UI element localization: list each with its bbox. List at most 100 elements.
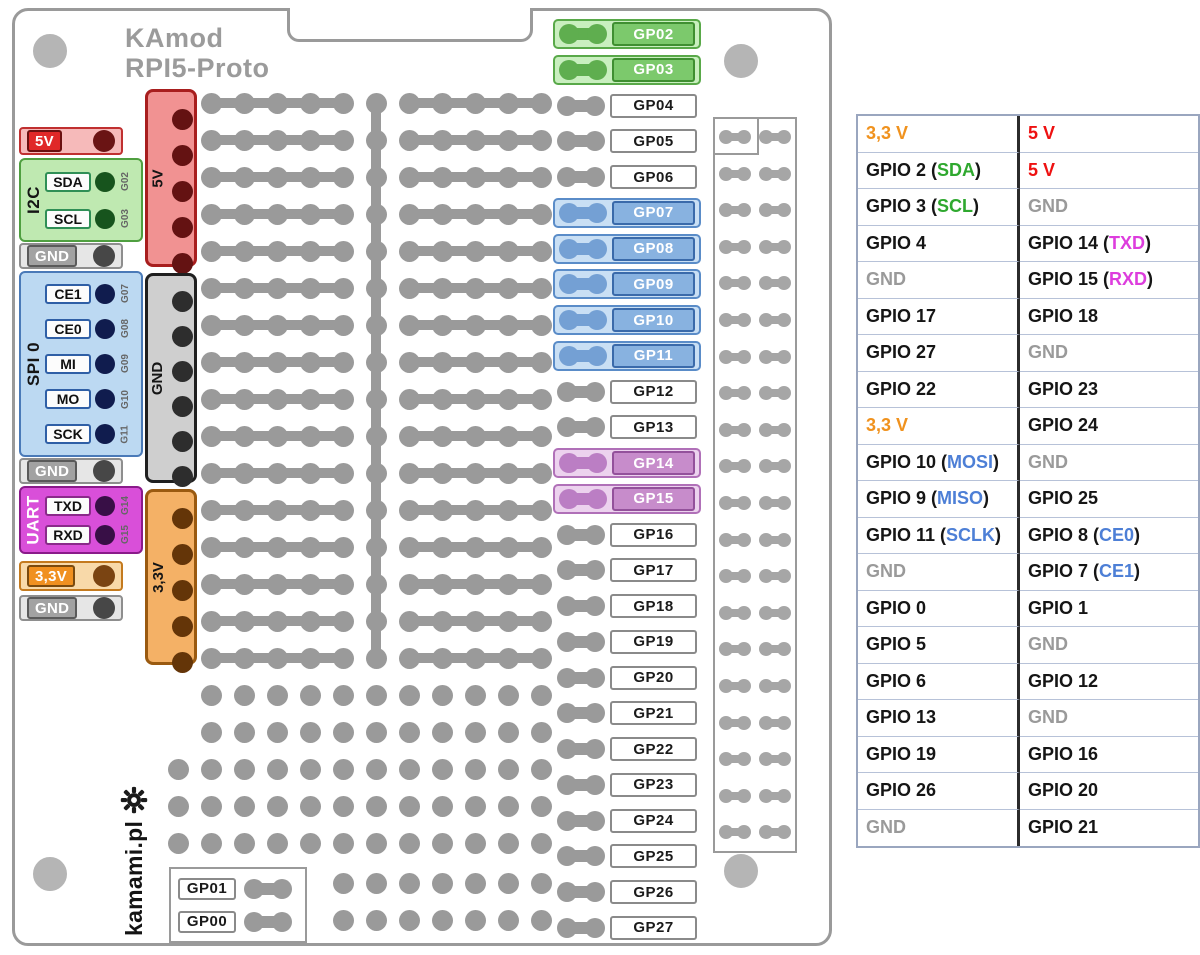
breadboard-hole (431, 277, 453, 299)
gpio-pin-row: GP22 (553, 734, 701, 764)
pin-cell: GPIO 3 (SCL) (858, 189, 1020, 226)
gpio-pin-label: GP06 (610, 165, 697, 189)
solder-pad (557, 739, 605, 759)
gpio-pin-label: GP04 (610, 93, 697, 118)
gpio-pin-row: GP25 (553, 841, 701, 871)
pin-name: GPIO 5 (866, 634, 927, 655)
breadboard-hole (530, 462, 552, 484)
breadboard-hole (464, 684, 486, 706)
breadboard-hole (431, 388, 453, 410)
breadboard-hole (200, 462, 222, 484)
pin-name: GND (1028, 634, 1068, 655)
pin-name: GPIO 7 (1028, 561, 1089, 582)
breadboard-hole (497, 388, 519, 410)
solder-pad (557, 703, 605, 724)
pin-name: GPIO 10 (866, 451, 937, 472)
pin-label: MO (45, 389, 91, 410)
breadboard-hole (497, 610, 519, 632)
pin-hole (95, 353, 115, 374)
pin-hole (93, 245, 115, 267)
gpio-pin-row: GP24 (553, 806, 701, 836)
solder-pad (557, 846, 605, 867)
breadboard-hole (332, 758, 354, 780)
breadboard-hole (200, 499, 222, 521)
rail-label: 5V (149, 168, 167, 188)
breadboard-hole (299, 647, 321, 669)
breadboard-hole (497, 872, 519, 894)
gpio-pin-row: GP02 (553, 19, 701, 49)
power-rail-5v: 5V (145, 89, 197, 274)
breadboard-hole (233, 351, 255, 373)
gpio-pin-label: GP20 (610, 665, 697, 690)
solder-pad (244, 878, 292, 899)
breadboard-hole (497, 795, 519, 817)
breadboard-hole (431, 909, 453, 931)
breadboard-hole (200, 684, 222, 706)
breadboard-hole (398, 909, 420, 931)
solder-pad (759, 313, 791, 327)
breadboard-hole (398, 872, 420, 894)
pin-name: GND (1028, 342, 1068, 363)
solder-pad (759, 166, 791, 181)
group-label: I2C (24, 186, 43, 214)
pin-name: GPIO 15 (1028, 269, 1099, 290)
breadboard-hole (332, 92, 354, 114)
pin-cell: 3,3 V (858, 116, 1020, 153)
solder-pad (559, 310, 607, 330)
breadboard-hole (332, 462, 354, 484)
breadboard-hole (497, 425, 519, 447)
gpio-pin-label: GP14 (612, 451, 695, 475)
pin-hole (172, 217, 193, 238)
solder-pad (719, 715, 751, 730)
solder-pad (557, 417, 605, 438)
breadboard-hole (431, 314, 453, 336)
pin-cell: GPIO 7 (CE1) (1020, 554, 1198, 591)
solder-pad (719, 203, 751, 218)
pin-hole (172, 326, 193, 347)
breadboard-hole (299, 462, 321, 484)
pin-cell: GPIO 4 (858, 225, 1020, 262)
pin-label: GND (27, 460, 78, 482)
breadboard-hole (266, 462, 288, 484)
breadboard-hole (497, 684, 519, 706)
breadboard-hole (497, 647, 519, 669)
pin-cell: GPIO 23 (1020, 372, 1198, 408)
solder-pad (759, 422, 791, 437)
pin-hole (95, 318, 115, 339)
gpio-pin-row: GP20 (553, 663, 701, 693)
pin-name: GND (1028, 707, 1068, 728)
pin-hole (93, 565, 115, 587)
pin-name: GPIO 26 (866, 780, 937, 801)
breadboard-hole (266, 166, 288, 188)
gpio-pin-label: GP24 (610, 808, 697, 833)
pin-name: 3,3 V (866, 123, 909, 144)
breadboard-hole (299, 388, 321, 410)
gpio-pin-row: GP14 (553, 448, 701, 478)
breadboard-hole (464, 425, 486, 447)
gpio-pin-row: GP06 (553, 162, 701, 192)
breadboard-hole (530, 647, 552, 669)
pin-cell: GPIO 22 (858, 371, 1020, 408)
breadboard-hole (200, 92, 222, 114)
breadboard-hole (365, 351, 387, 373)
pin-name: GPIO 27 (866, 342, 937, 363)
breadboard-hole (530, 92, 552, 114)
solder-pad (719, 349, 751, 364)
breadboard-hole (266, 92, 288, 114)
breadboard-hole (365, 758, 387, 780)
gpio-pin-label: GP19 (610, 629, 697, 654)
breadboard-hole (365, 277, 387, 299)
breadboard-hole (464, 388, 486, 410)
breadboard-hole (398, 351, 420, 373)
breadboard-hole (200, 721, 222, 743)
pin-cell: GND (858, 809, 1020, 846)
breadboard-hole (464, 647, 486, 669)
breadboard-hole (200, 425, 222, 447)
breadboard-hole (233, 610, 255, 632)
breadboard-hole (365, 721, 387, 743)
pin-hole (95, 424, 115, 445)
